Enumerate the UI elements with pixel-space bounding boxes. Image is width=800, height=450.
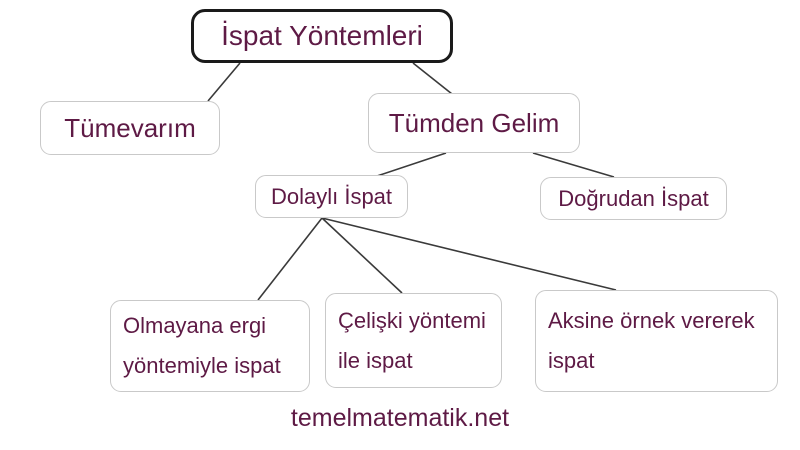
node-aksine-ornek: Aksine örnek vererek ispat	[535, 290, 778, 392]
edge-tumden-dogrudan	[532, 152, 615, 178]
node-dogrudan-ispat: Doğrudan İspat	[540, 177, 727, 220]
node-label-line: Olmayana ergi	[123, 313, 267, 338]
edge-dolayli-celiski	[321, 217, 403, 294]
edge-dolayli-olmayana	[257, 217, 323, 301]
node-olmayana-ergi: Olmayana ergi yöntemiyle ispat	[110, 300, 310, 392]
edge-root-tumden	[412, 62, 453, 95]
edge-root-tumevarim	[207, 62, 241, 102]
node-label-line: Aksine örnek vererek	[548, 308, 755, 333]
node-celiski-yontemi: Çelişki yöntemi ile ispat	[325, 293, 502, 388]
edge-tumden-dolayli	[376, 152, 447, 177]
node-label-line: ile ispat	[338, 347, 413, 373]
node-ispat-yontemleri: İspat Yöntemleri	[191, 9, 453, 63]
node-tumden-gelim: Tümden Gelim	[368, 93, 580, 153]
edge-dolayli-aksine	[321, 217, 617, 291]
node-dolayli-ispat: Dolaylı İspat	[255, 175, 408, 218]
node-label-line: yöntemiyle ispat	[123, 353, 281, 378]
node-tumevarim: Tümevarım	[40, 101, 220, 155]
node-label-line: ispat	[548, 348, 595, 373]
node-label-line: Çelişki yöntemi	[338, 307, 486, 333]
watermark: temelmatematik.net	[290, 404, 510, 432]
